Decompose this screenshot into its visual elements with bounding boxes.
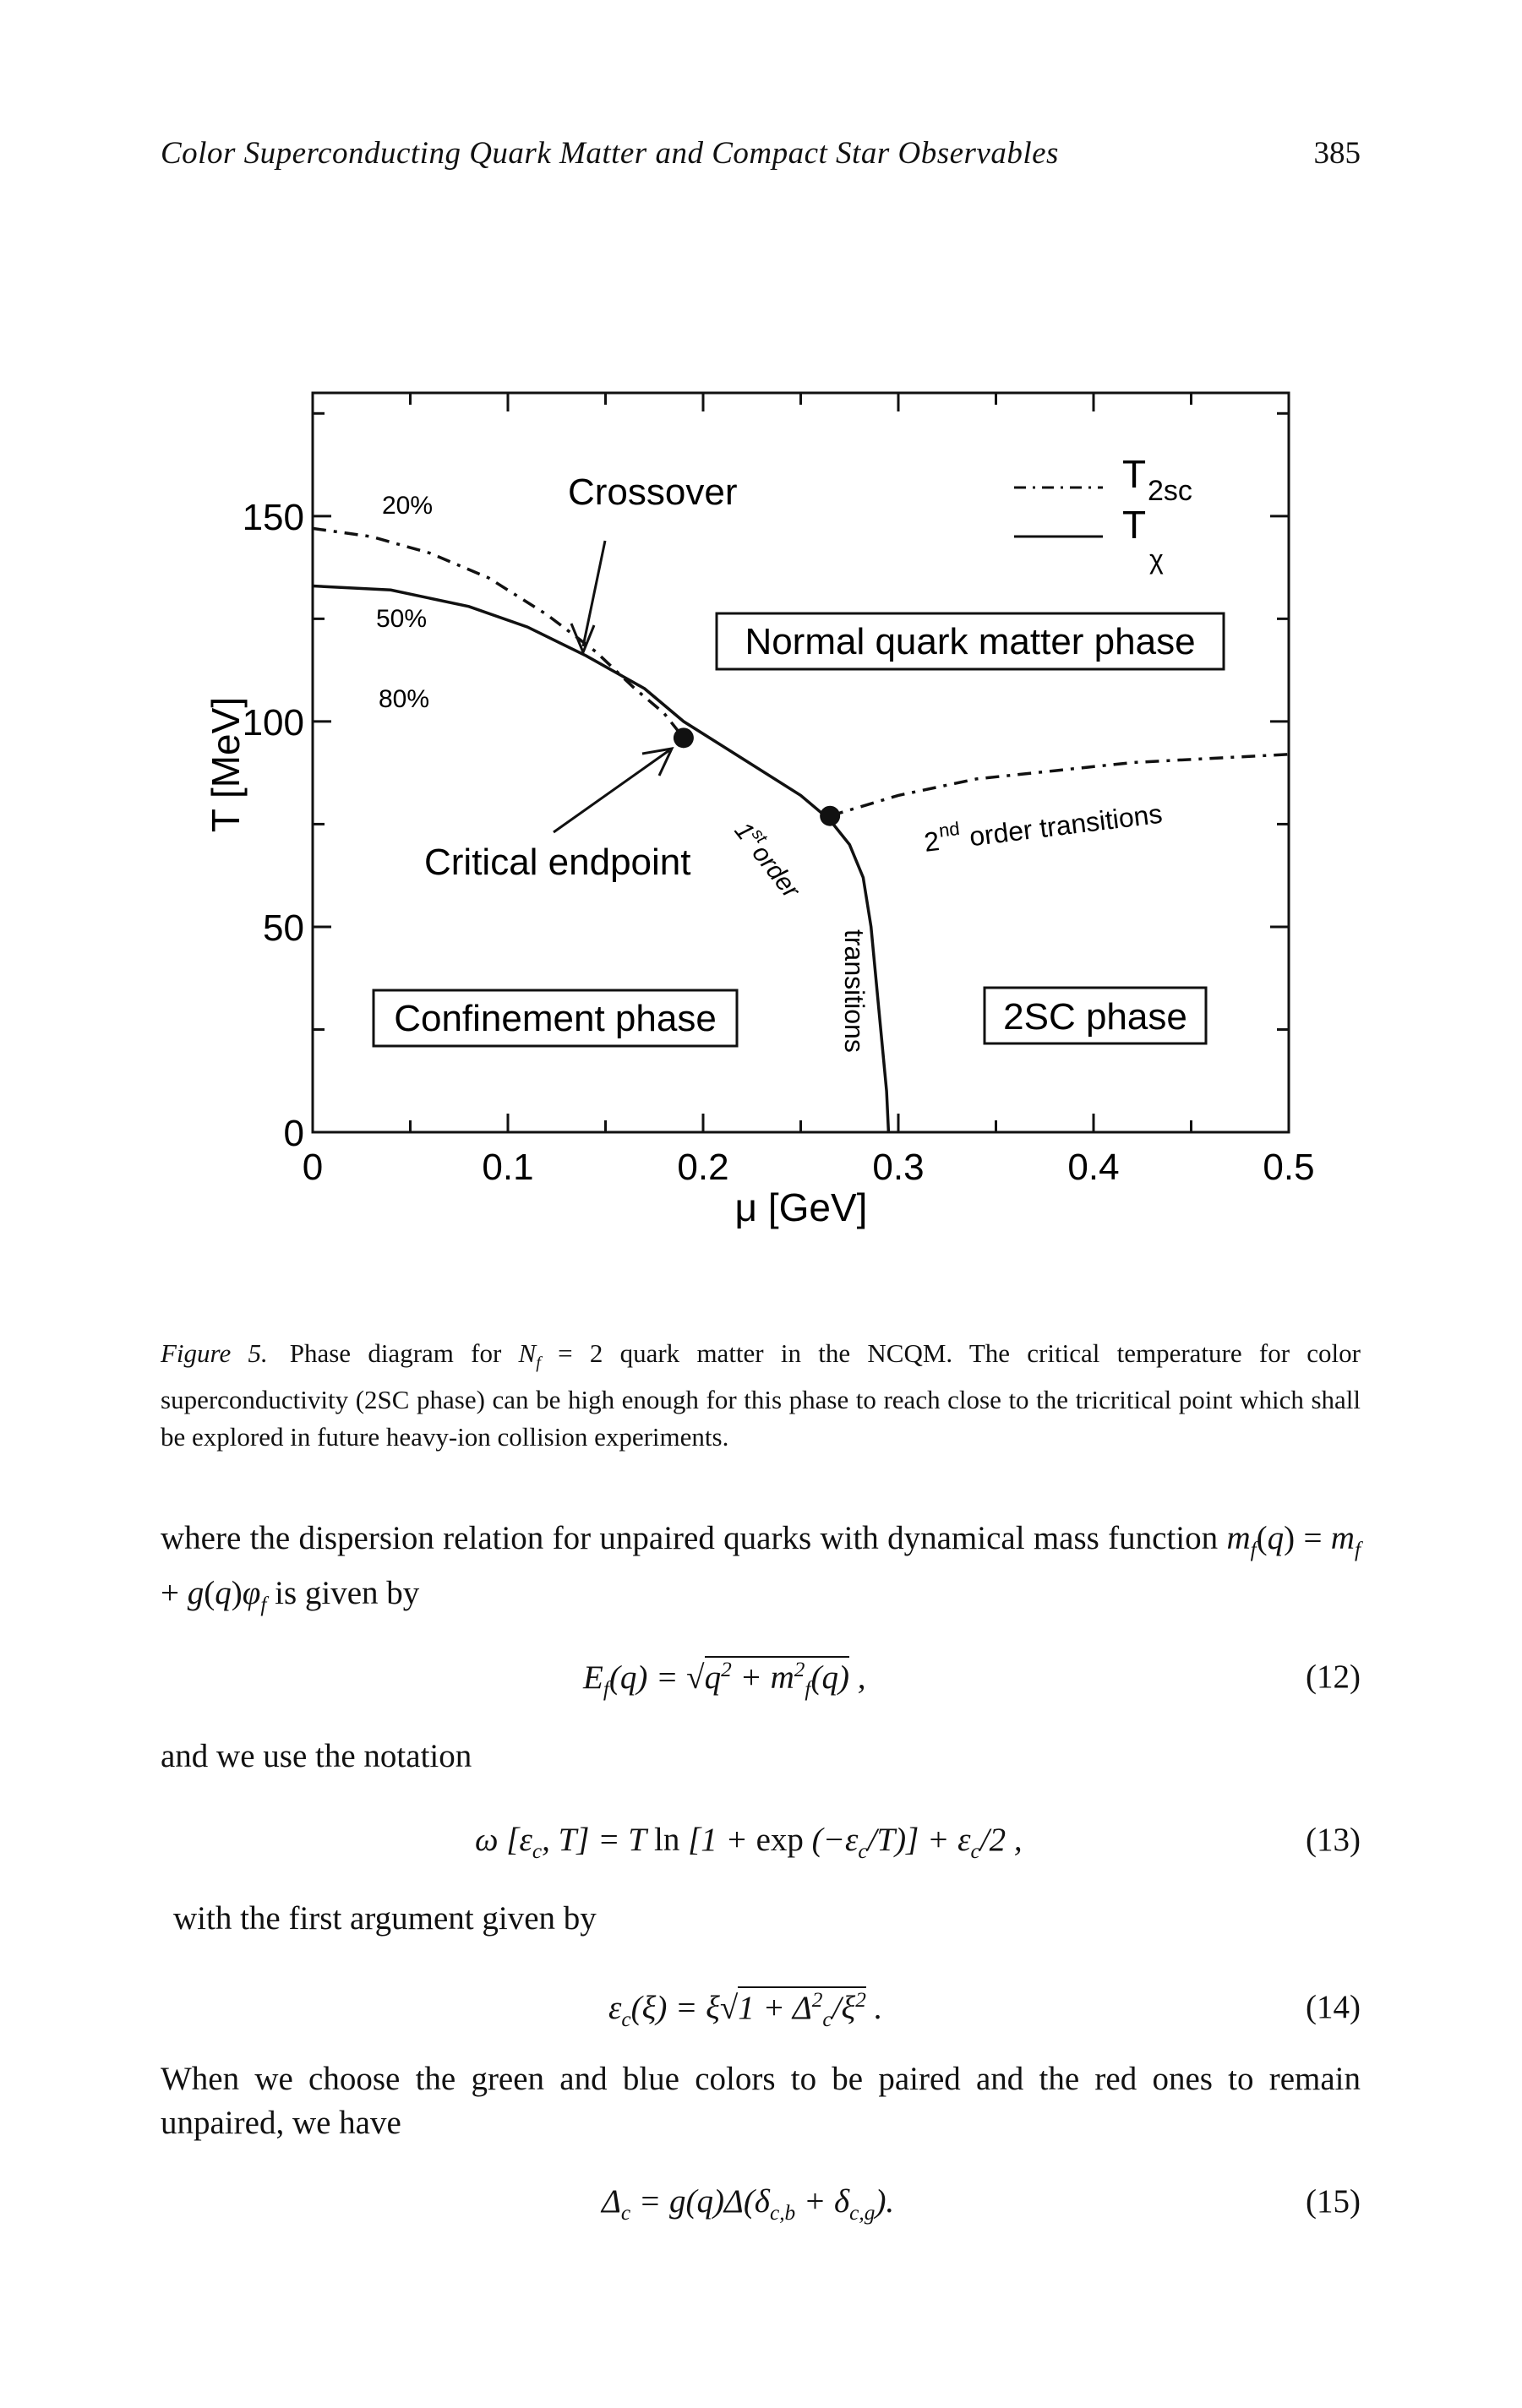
x-tick-label: 0.5 bbox=[1263, 1147, 1314, 1188]
y-tick-label: 0 bbox=[284, 1113, 304, 1154]
critical-endpoint-label: Critical endpoint bbox=[424, 842, 691, 883]
paragraph-pairing: When we choose the green and blue colors… bbox=[161, 2061, 1361, 2141]
phase-curves bbox=[312, 526, 1290, 1133]
equation-12: Ef(q) = √q2 + m2f(q) , (12) bbox=[583, 1656, 1361, 1701]
svg-text:order: order bbox=[746, 840, 805, 904]
first-order-label: 1 st order bbox=[728, 817, 805, 904]
legend-dashdot-label: T bbox=[1122, 452, 1146, 496]
percent-20-label: 20% bbox=[382, 492, 433, 520]
confinement-phase-label: Confinement phase bbox=[394, 998, 717, 1039]
phase-diagram-figure: 0 0.1 0.2 0.3 0.4 0.5 0 50 100 150 T [MeV] μ [GeV… bbox=[204, 391, 1315, 1229]
paragraph-notation: and we use the notation bbox=[161, 1738, 472, 1774]
paragraph-first-argument: with the first argument given by bbox=[173, 1900, 597, 1937]
series-line-tchi bbox=[312, 584, 891, 1133]
second-order-label: 2 nd order transitions bbox=[922, 798, 1164, 858]
running-head: Color Superconducting Quark Matter and C… bbox=[161, 135, 1361, 186]
percent-50-label: 50% bbox=[376, 605, 427, 633]
caption-text-b: = 2 quark matter in the NCQM. The critic… bbox=[161, 1338, 1361, 1452]
legend-solid-sub: χ bbox=[1149, 544, 1164, 575]
crossover-arrowhead bbox=[570, 623, 596, 656]
x-tick-label: 0.1 bbox=[482, 1147, 533, 1188]
caption-text-a: Phase diagram for bbox=[289, 1338, 519, 1368]
crossover-arrow bbox=[581, 540, 607, 647]
series-line-t2sc-2 bbox=[829, 753, 1290, 818]
y-axis-label: T [MeV] bbox=[204, 697, 248, 832]
x-tick-label: 0 bbox=[303, 1147, 323, 1188]
transitions-vertical-label: transitions bbox=[839, 929, 870, 1053]
critical-endpoint-marker bbox=[673, 727, 694, 749]
normal-phase-box bbox=[715, 612, 1225, 671]
x-axis-label: μ [GeV] bbox=[735, 1185, 868, 1229]
critical-endpoint-arrow bbox=[553, 749, 670, 834]
x-tick-label: 0.4 bbox=[1067, 1147, 1119, 1188]
legend-solid-label: T bbox=[1122, 503, 1146, 547]
confinement-phase-box bbox=[372, 989, 739, 1048]
figure-caption: Figure 5.Phase diagram for Nf = 2 quark … bbox=[161, 1338, 1361, 1452]
running-title: Color Superconducting Quark Matter and C… bbox=[161, 136, 1059, 171]
page-number: 385 bbox=[1313, 136, 1361, 171]
tricritical-point-marker bbox=[820, 805, 841, 826]
y-tick-label: 150 bbox=[243, 497, 304, 538]
x-tick-label: 0.3 bbox=[872, 1147, 924, 1188]
svg-text:nd: nd bbox=[938, 818, 961, 842]
svg-text:order transitions: order transitions bbox=[968, 798, 1164, 853]
equation-14: εc(ξ) = ξ√1 + Δ2c/ξ2 . (14) bbox=[608, 1986, 1361, 2031]
y-tick-label: 100 bbox=[243, 702, 304, 744]
equation-13: ω [εc, T] = T ln [1 + exp (−εc/T)] + εc/… bbox=[475, 1822, 1361, 1863]
paragraph-dispersion: where the dispersion relation for unpair… bbox=[161, 1520, 1361, 1616]
2sc-phase-label: 2SC phase bbox=[1003, 996, 1187, 1038]
series-line-t2sc-1 bbox=[312, 526, 685, 739]
critical-endpoint-arrowhead bbox=[641, 747, 674, 776]
equation-15: Δc = g(q)Δ(δc,b + δc,g). (15) bbox=[602, 2183, 1361, 2225]
x-tick-label: 0.2 bbox=[677, 1147, 728, 1188]
legend-dashdot-sub: 2sc bbox=[1148, 475, 1192, 507]
crossover-label: Crossover bbox=[568, 471, 738, 513]
caption-label: Figure 5. bbox=[161, 1338, 268, 1368]
percent-80-label: 80% bbox=[379, 685, 429, 713]
normal-phase-label: Normal quark matter phase bbox=[745, 621, 1195, 662]
tick-labels: 0 0.1 0.2 0.3 0.4 0.5 0 50 100 150 bbox=[243, 497, 1315, 1188]
y-tick-label: 50 bbox=[263, 907, 304, 949]
svg-text:2: 2 bbox=[922, 825, 941, 858]
axis-ticks bbox=[311, 393, 1290, 1134]
2sc-phase-box bbox=[983, 986, 1208, 1045]
